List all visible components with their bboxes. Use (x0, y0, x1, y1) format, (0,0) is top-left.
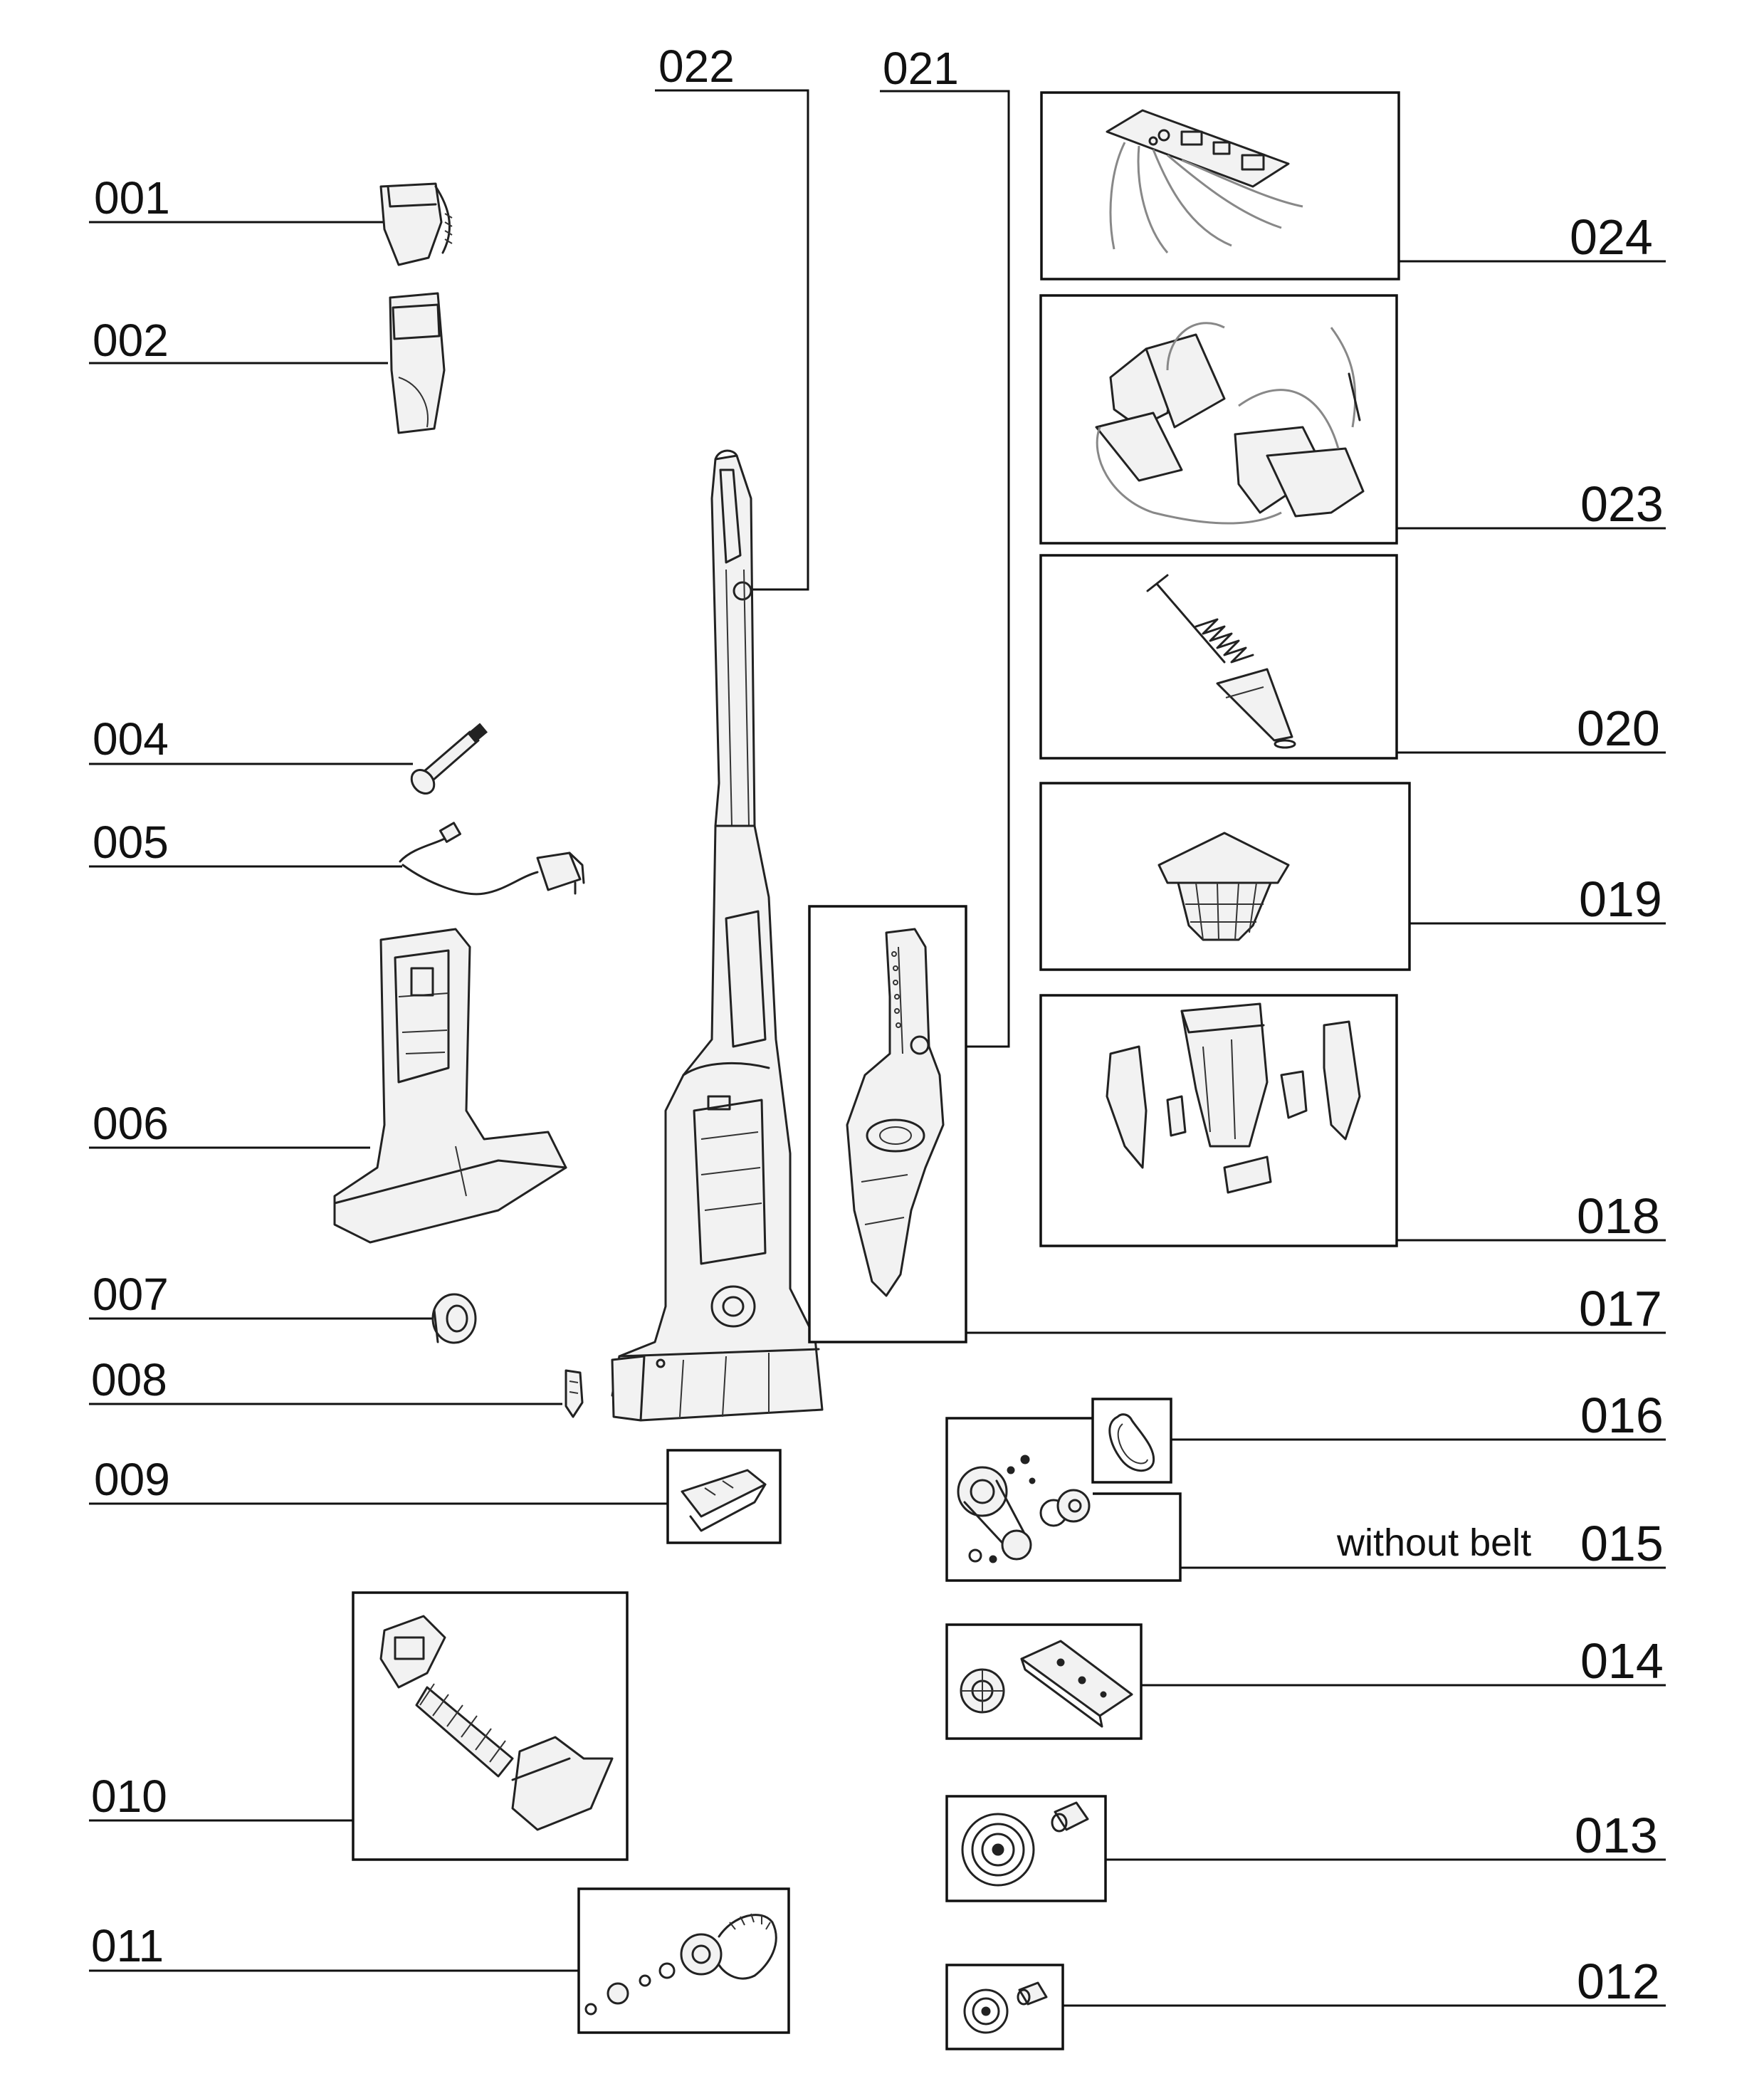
wheel-cap-icon (431, 1293, 477, 1344)
callout-012: 012 (1063, 1954, 1666, 2009)
callout-013: 013 (1106, 1808, 1666, 1863)
callout-018: 018 (1397, 1188, 1666, 1244)
callout-015: without belt 015 (1179, 1494, 1666, 1571)
small-gear-icon (945, 1964, 1064, 2050)
callout-009: 009 (89, 1454, 668, 1505)
part-label-016: 016 (1580, 1388, 1664, 1443)
callout-021: 021 (880, 43, 1010, 1048)
charger-plug-icon (379, 182, 453, 266)
part-label-011: 011 (91, 1920, 164, 1971)
callout-019: 019 (1409, 871, 1666, 927)
battery-pack-icon (1039, 294, 1398, 545)
power-adapter-icon (399, 822, 585, 896)
charging-stand-icon (333, 928, 567, 1244)
callout-008: 008 (89, 1354, 562, 1405)
part-label-022: 022 (658, 41, 735, 92)
part-label-006: 006 (93, 1098, 169, 1149)
part-label-001: 001 (94, 172, 170, 224)
circuit-board-icon (1040, 91, 1400, 281)
callout-014: 014 (1141, 1633, 1666, 1689)
part-label-019: 019 (1579, 871, 1662, 927)
part-label-020: 020 (1577, 701, 1660, 756)
callout-020: 020 (1397, 701, 1666, 756)
axle-pin-icon (410, 723, 488, 795)
part-label-023: 023 (1580, 476, 1664, 532)
part-label-007: 007 (93, 1269, 169, 1320)
brushroll-assembly-icon (352, 1591, 629, 1861)
callout-017: 017 (966, 1281, 1666, 1336)
part-label-002: 002 (93, 315, 169, 366)
clip-icon (565, 1369, 584, 1418)
callout-016: 016 (1171, 1388, 1666, 1443)
callout-011: 011 (89, 1920, 579, 1972)
spring-cone-icon (1039, 554, 1398, 760)
gearbox-icon (945, 1417, 1182, 1582)
callout-010: 010 (89, 1771, 353, 1822)
part-label-005: 005 (93, 817, 169, 868)
callout-024: 024 (1399, 209, 1666, 265)
part-label-009: 009 (94, 1454, 170, 1505)
stick-vacuum-icon (611, 449, 824, 1422)
part-label-015-note: without belt (1336, 1521, 1531, 1564)
callout-022: 022 (655, 41, 809, 591)
part-label-015: 015 (1580, 1516, 1664, 1571)
drive-belt-icon (1091, 1398, 1172, 1484)
callout-002: 002 (89, 315, 388, 366)
part-label-008: 008 (91, 1354, 167, 1405)
large-gear-icon (945, 1795, 1107, 1902)
part-label-018: 018 (1577, 1188, 1660, 1244)
callout-023: 023 (1397, 476, 1666, 532)
part-label-017: 017 (1579, 1281, 1662, 1336)
part-label-024: 024 (1570, 209, 1653, 265)
nozzle-clip-icon (666, 1449, 782, 1544)
callout-004: 004 (89, 713, 413, 765)
callout-001: 001 (89, 172, 388, 224)
part-label-014: 014 (1580, 1633, 1664, 1689)
part-label-021: 021 (883, 43, 959, 94)
brush-gear-set-icon (577, 1887, 790, 2034)
charger-base-icon (389, 292, 446, 434)
housing-parts-icon (1039, 994, 1398, 1247)
callout-007: 007 (89, 1269, 434, 1320)
handheld-unit-icon (808, 905, 967, 1343)
part-label-013: 013 (1575, 1808, 1658, 1863)
filter-icon (1039, 782, 1411, 971)
part-label-004: 004 (93, 713, 169, 765)
callout-006: 006 (89, 1098, 370, 1149)
callout-005: 005 (89, 817, 402, 868)
part-label-012: 012 (1577, 1954, 1660, 2009)
part-label-010: 010 (91, 1771, 167, 1822)
gear-plate-icon (945, 1623, 1143, 1740)
